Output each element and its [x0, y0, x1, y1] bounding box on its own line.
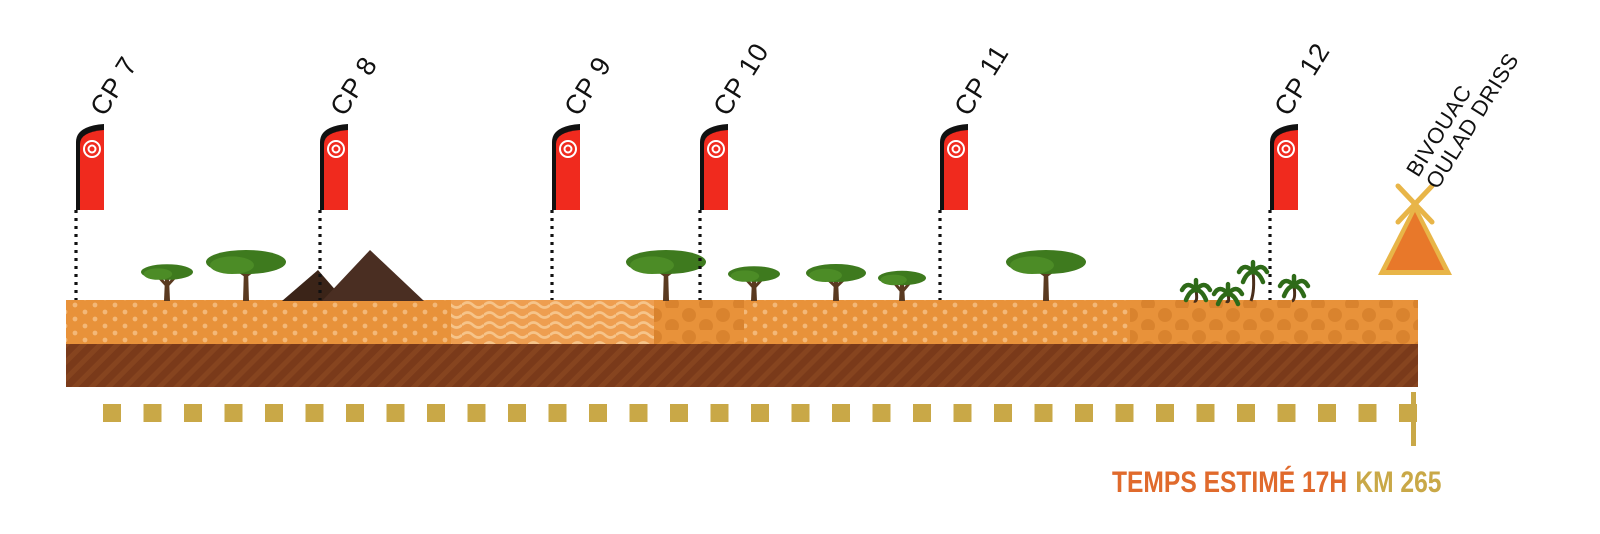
scale-dash	[710, 404, 729, 422]
scale-dash	[589, 404, 607, 422]
scale-dash	[953, 404, 972, 422]
scale-dash	[913, 404, 931, 422]
sand-dots-1	[66, 300, 451, 344]
scale-dash	[1318, 404, 1336, 422]
scale-dash	[427, 404, 445, 422]
palms	[1179, 259, 1311, 307]
rocky-2	[1130, 300, 1418, 344]
scale-dash	[184, 404, 202, 422]
checkpoint-flag-12	[1268, 124, 1298, 300]
sand-dots-2	[744, 300, 1130, 344]
scale-dash	[467, 404, 486, 422]
flag-icon	[76, 124, 104, 210]
distance-scale	[103, 404, 1417, 422]
scale-dash	[751, 404, 769, 422]
estimated-time: TEMPS ESTIMÉ 17H	[1112, 466, 1348, 499]
palm-tree-icon	[1236, 259, 1270, 302]
scale-dash	[143, 404, 162, 422]
palm-tree-icon	[1211, 281, 1245, 307]
checkpoint-flag-10	[698, 124, 728, 300]
scale-dash	[670, 404, 688, 422]
acacia-tree-icon	[728, 266, 780, 301]
acacia-tree-icon	[878, 270, 926, 301]
scale-dash	[791, 404, 810, 422]
acacia-tree-icon	[206, 250, 286, 301]
terrain	[66, 300, 1418, 387]
mountain-icon	[282, 250, 424, 301]
scale-dash	[1156, 404, 1174, 422]
rocky-1	[654, 300, 744, 344]
scale-dash	[224, 404, 243, 422]
scale-dash	[265, 404, 283, 422]
checkpoint-flag-9	[550, 124, 580, 300]
acacia-tree-icon	[806, 264, 866, 301]
flag-icon	[1270, 124, 1298, 210]
scale-dash	[346, 404, 364, 422]
scale-dash	[1358, 404, 1377, 422]
flag-icon	[552, 124, 580, 210]
scale-dash	[508, 404, 526, 422]
tent-icon	[1378, 183, 1452, 275]
scale-dash	[994, 404, 1012, 422]
scale-end-marker	[1411, 392, 1416, 446]
scale-dash	[1115, 404, 1134, 422]
scale-dash	[1034, 404, 1053, 422]
acacia-tree-icon	[141, 264, 193, 301]
scale-dash	[629, 404, 648, 422]
dune-waves-pattern	[451, 300, 654, 344]
flag-icon	[940, 124, 968, 210]
acacia-tree-icon	[626, 250, 706, 301]
flag-icon	[320, 124, 348, 210]
trees	[141, 250, 1086, 301]
total-distance: KM 265	[1355, 466, 1442, 499]
palm-tree-icon	[1277, 273, 1311, 303]
checkpoint-flag-8	[318, 124, 348, 300]
checkpoints	[74, 124, 1298, 300]
scale-dash	[1196, 404, 1215, 422]
scale-dash	[103, 404, 121, 422]
checkpoint-flag-11	[938, 124, 968, 300]
checkpoint-flag-7	[74, 124, 104, 300]
scale-dash	[305, 404, 324, 422]
scale-dash	[1075, 404, 1093, 422]
scale-dash	[872, 404, 891, 422]
dark-soil-layer	[66, 344, 1418, 387]
acacia-tree-icon	[1006, 250, 1086, 301]
scale-dash	[386, 404, 405, 422]
flag-icon	[700, 124, 728, 210]
palm-tree-icon	[1179, 277, 1213, 303]
scale-dash	[832, 404, 850, 422]
scale-dash	[1277, 404, 1296, 422]
scale-dash	[548, 404, 567, 422]
scale-dash	[1237, 404, 1255, 422]
